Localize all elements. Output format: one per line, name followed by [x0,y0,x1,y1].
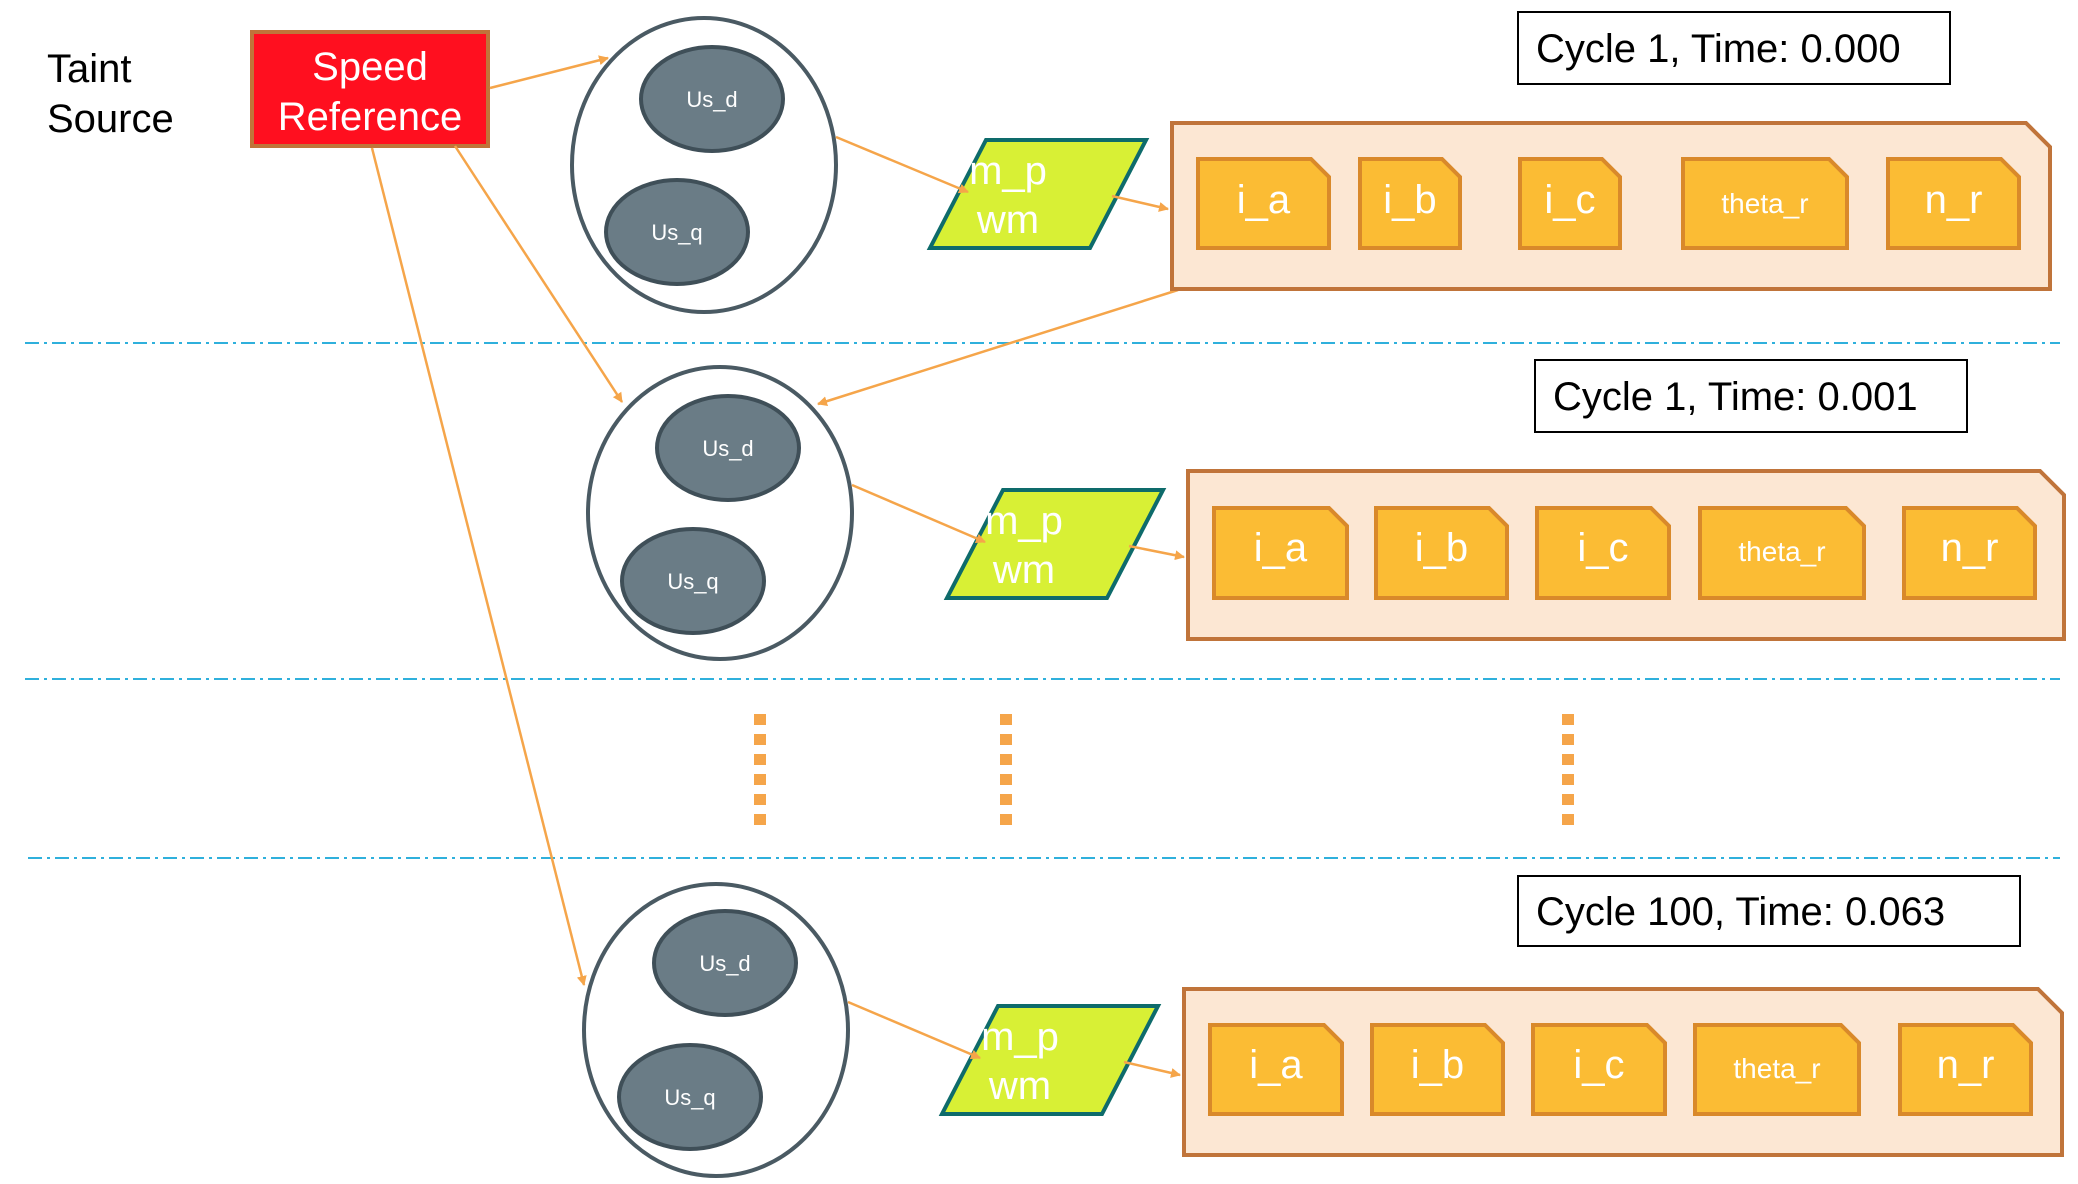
arrow-source-to-cycle-2 [453,145,624,403]
param-node [943,488,1167,600]
taint-source-label-line2: Source [47,97,174,141]
param-line1: m_p [985,499,1063,543]
input-node-us-q-label: Us_q [664,1085,715,1110]
arrow-param-to-outputs [1111,194,1169,212]
output-node-theta-r-label: theta_r [1721,188,1808,219]
arrow-inputs-to-param [835,135,969,194]
arrow-param-to-outputs [1123,1060,1181,1078]
input-node-us-d-label: Us_d [686,87,737,112]
output-node-i-a-label: i_a [1254,526,1308,570]
arrow-param-to-outputs [1128,544,1185,561]
output-node-n-r-label: n_r [1941,526,1999,570]
input-node-us-d [639,45,785,153]
input-node-us-d [652,909,798,1017]
input-node-us-q [604,178,750,286]
output-node-i-a-label: i_a [1249,1043,1303,1087]
output-node-i-a [1208,1023,1344,1116]
cycle-label: Cycle 100, Time: 0.063 [1536,890,1945,934]
output-node-i-c-label: i_c [1577,526,1628,570]
output-node-n-r [1886,157,2021,250]
param-node [938,1004,1162,1116]
arrow-feedback-cycle-1-to-2 [817,288,1179,407]
param-line1: m_p [981,1015,1059,1059]
output-node-i-b-label: i_b [1383,178,1436,222]
output-node-i-c [1518,157,1622,250]
input-node-us-q-label: Us_q [667,569,718,594]
arrow-source-to-cycle-1 [489,55,609,90]
param-line2: wm [976,198,1039,242]
input-node-us-d [655,394,801,502]
output-node-i-c [1535,506,1671,600]
input-node-us-d-label: Us_d [699,951,750,976]
input-node-us-q [617,1043,763,1151]
output-node-i-b [1374,506,1509,600]
taint-source-label: Taint [47,47,132,91]
cycle-label: Cycle 1, Time: 0.001 [1553,375,1918,419]
output-node-theta-r [1698,506,1866,600]
speed-reference-line1: Speed [312,45,428,89]
speed-reference-line2: Reference [278,95,463,139]
output-node-n-r-label: n_r [1937,1043,1995,1087]
output-node-theta-r-label: theta_r [1733,1053,1820,1084]
output-node-n-r-label: n_r [1925,178,1983,222]
arrow-inputs-to-param [847,1000,981,1060]
arrow-source-to-cycle-100 [370,147,587,986]
output-node-i-c [1531,1023,1667,1116]
output-node-theta-r-label: theta_r [1738,536,1825,567]
output-node-n-r [1902,506,2037,600]
cycle-label-box [1517,875,2021,947]
output-node-i-a [1196,157,1331,250]
param-line1: m_p [969,149,1047,193]
input-node-us-q-label: Us_q [651,220,702,245]
param-line2: wm [988,1064,1051,1108]
input-node-us-d-label: Us_d [702,436,753,461]
cycle-label: Cycle 1, Time: 0.000 [1536,27,1901,71]
speed-reference-node: Speed Reference [250,30,490,148]
cycle-label-box [1534,359,1968,433]
output-node-i-c-label: i_c [1544,178,1595,222]
output-node-i-a [1212,506,1349,600]
output-node-i-b [1370,1023,1505,1116]
input-node-us-q [620,527,766,635]
output-node-i-b-label: i_b [1415,526,1468,570]
arrow-inputs-to-param [851,483,986,544]
output-node-i-b [1358,157,1462,250]
output-node-theta-r [1681,157,1849,250]
cycle-label-box [1517,11,1951,85]
param-line2: wm [992,548,1055,592]
output-node-i-c-label: i_c [1573,1043,1624,1087]
output-node-n-r [1898,1023,2033,1116]
param-node [926,138,1150,250]
output-node-theta-r [1693,1023,1861,1116]
output-node-i-a-label: i_a [1237,178,1291,222]
output-node-i-b-label: i_b [1411,1043,1464,1087]
